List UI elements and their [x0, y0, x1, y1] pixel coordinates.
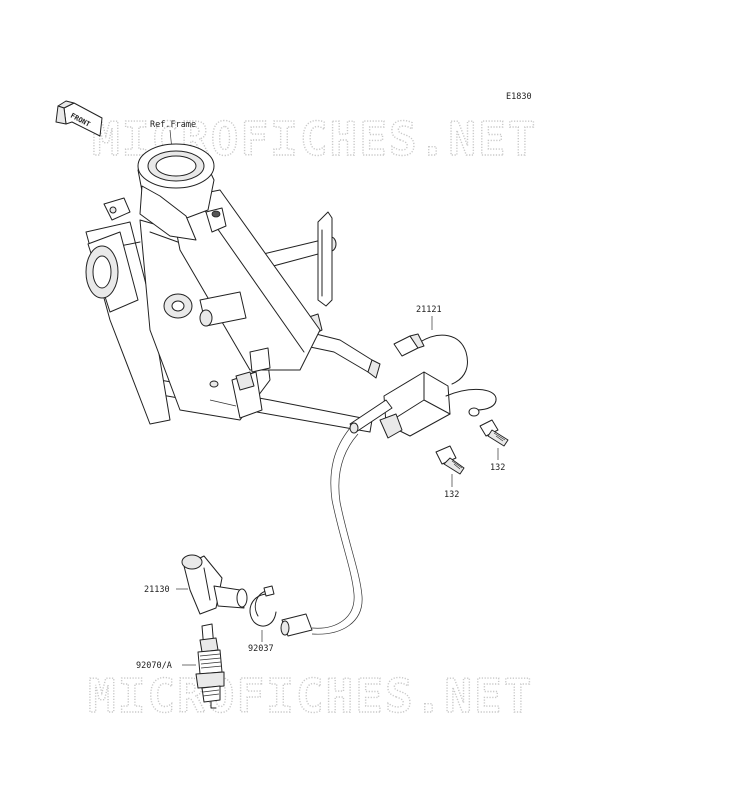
- ref-frame-label: Ref.Frame: [150, 120, 196, 130]
- part-label-clamp: 92037: [248, 644, 274, 654]
- front-arrow-icon: FRONT: [55, 100, 103, 137]
- high-tension-lead: [311, 427, 355, 629]
- frame: [85, 143, 381, 433]
- high-tension-lead-outer: [311, 433, 363, 635]
- part-label-spark-plug: 92070/A: [136, 661, 172, 671]
- ignition-coil: [349, 333, 497, 439]
- watermark-bottom: MICROFICHES.NET: [88, 669, 533, 723]
- clamp: [249, 585, 277, 627]
- part-label-coil: 21121: [416, 305, 442, 315]
- part-label-plug-cap: 21130: [144, 585, 170, 595]
- spark-plug-cap: [181, 554, 248, 615]
- diagram-code: E1830: [506, 92, 532, 102]
- part-label-bolt-right: 132: [490, 463, 505, 473]
- spark-plug: [195, 623, 225, 709]
- bolt-right: [479, 419, 509, 447]
- bolt-left: [435, 445, 465, 475]
- part-label-bolt-left: 132: [444, 490, 459, 500]
